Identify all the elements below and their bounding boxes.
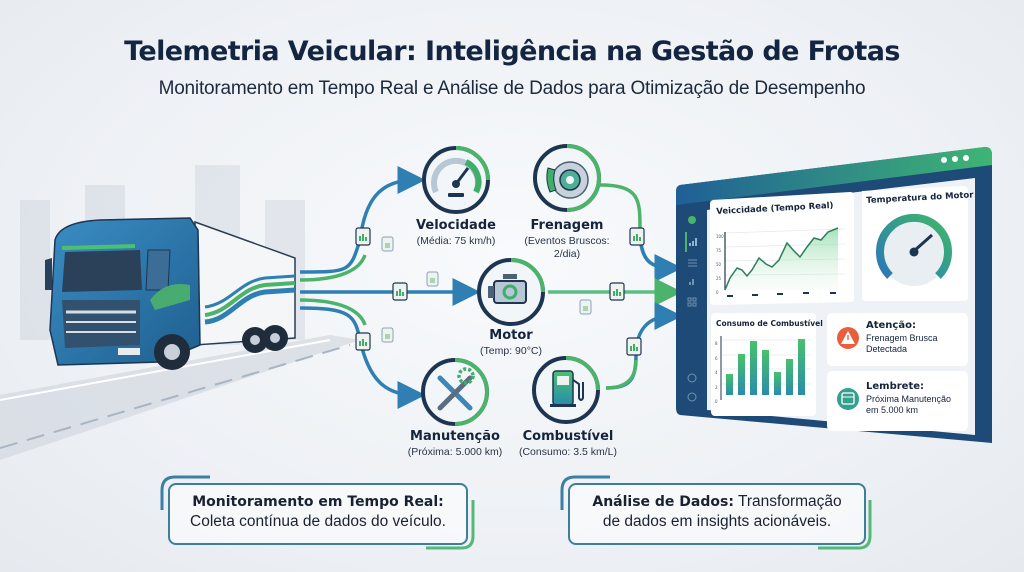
node-velocidade-detail: (Média: 75 km/h): [416, 235, 496, 247]
info-card-realtime: Monitoramento em Tempo Real: Coleta cont…: [168, 483, 468, 545]
info-card-analysis-title: Análise de Dados:: [592, 494, 734, 510]
node-velocidade-label: Velocidade: [416, 218, 496, 233]
fuel-bars: [726, 339, 805, 395]
reminder-panel: [827, 371, 968, 431]
reminder-title: Lembrete:: [866, 381, 925, 392]
dashboard-sidebar: [685, 216, 697, 402]
brake-disc-icon: [533, 144, 602, 212]
alert-title: Atenção:: [866, 320, 916, 331]
fuel-panel-title: Consumo de Combustível: [716, 319, 823, 328]
info-card-realtime-title: Monitoramento em Tempo Real:: [192, 494, 444, 510]
data-document-icons: [355, 227, 645, 356]
truck-illustration: [45, 217, 296, 370]
wrench-gear-icon: [421, 358, 490, 426]
node-frenagem-detail-2: 2/dia): [553, 248, 581, 260]
engine-icon: [477, 258, 545, 326]
speed-line-chart-panel: [710, 192, 854, 305]
node-frenagem-label: Frenagem: [530, 218, 604, 233]
node-combustivel-label: Combustível: [522, 429, 614, 444]
reminder-message: Próxima Manutenção em 5.000 km: [866, 394, 952, 415]
page-title: Telemetria Veicular: Inteligência na Ges…: [124, 36, 900, 67]
info-card-realtime-text: Coleta contínua de dados do veículo.: [190, 513, 446, 530]
card-decorations: [160, 475, 872, 550]
alert-message: Frenagem Brusca Detectada: [866, 333, 938, 354]
speedometer-icon: [422, 146, 490, 214]
fuel-panel-yticks: 8 6 4 2 0: [715, 341, 718, 404]
alert-panel: [827, 313, 968, 366]
speed-panel-yticks: 100 75 50 25 0: [716, 234, 724, 295]
node-manutencao-label: Manutenção: [410, 429, 500, 444]
node-motor-detail: (Temp: 90°C): [480, 345, 542, 357]
page-subtitle: Monitoramento em Tempo Real e Análise de…: [158, 78, 866, 99]
temperature-gauge-panel: [862, 186, 968, 301]
node-motor-label: Motor: [489, 328, 533, 343]
info-card-analysis: Análise de Dados: Transformação de dados…: [568, 483, 866, 545]
fuel-pump-icon: [532, 356, 600, 424]
node-frenagem-detail-1: (Eventos Bruscos:: [524, 235, 610, 247]
info-card-analysis-text-2: de dados em insights acionáveis.: [602, 513, 832, 530]
node-manutencao-detail: (Próxima: 5.000 km): [407, 446, 503, 458]
node-combustivel-detail: (Consumo: 3.5 km/L): [518, 446, 618, 458]
info-card-analysis-text-1: Transformação: [733, 493, 842, 510]
